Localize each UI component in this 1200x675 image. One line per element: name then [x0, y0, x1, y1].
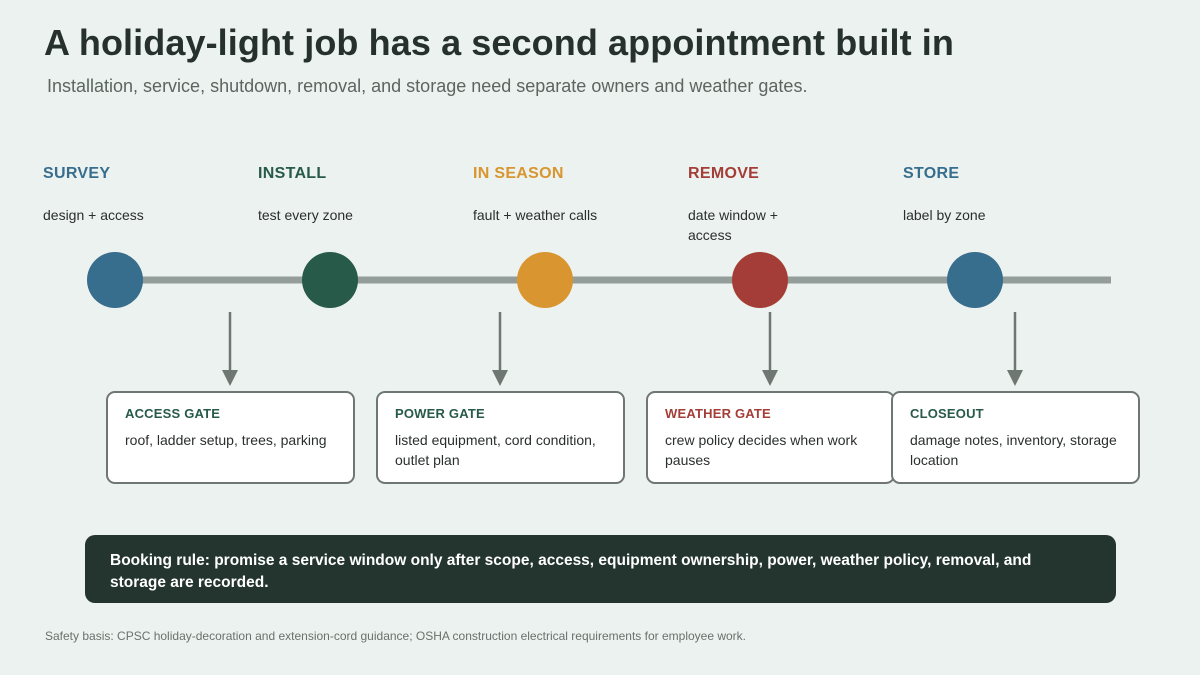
- gate-arrow-closeout: [1007, 312, 1023, 386]
- stage-node-in-season: [517, 252, 573, 308]
- stage-label-remove: REMOVE: [688, 165, 760, 182]
- gate-title-access: ACCESS GATE: [125, 406, 221, 421]
- gate-card-power: POWER GATE listed equipment, cord condit…: [376, 391, 625, 484]
- stage-node-store: [947, 252, 1003, 308]
- booking-rule-banner: Booking rule: promise a service window o…: [85, 535, 1116, 603]
- gate-text-power: listed equipment, cord condition, outlet…: [395, 432, 596, 468]
- gate-card-access: ACCESS GATE roof, ladder setup, trees, p…: [106, 391, 355, 484]
- page-subtitle: Installation, service, shutdown, removal…: [47, 76, 808, 96]
- stage-label-store: STORE: [903, 165, 960, 182]
- stage-desc-remove: date window + access: [688, 207, 778, 243]
- stage-label-survey: SURVEY: [43, 165, 111, 182]
- gate-text-closeout: damage notes, inventory, storage locatio…: [910, 432, 1117, 468]
- gate-arrow-access: [222, 312, 238, 386]
- stage-desc-survey: design + access: [43, 207, 144, 223]
- stage-label-install: INSTALL: [258, 165, 327, 182]
- page-title: A holiday-light job has a second appoint…: [44, 22, 954, 63]
- stage-node-survey: [87, 252, 143, 308]
- gate-arrow-power: [492, 312, 508, 386]
- gate-text-access: roof, ladder setup, trees, parking: [125, 432, 327, 448]
- gate-arrow-weather: [762, 312, 778, 386]
- gate-title-power: POWER GATE: [395, 406, 485, 421]
- safety-footnote: Safety basis: CPSC holiday-decoration an…: [45, 629, 747, 643]
- stage-node-remove: [732, 252, 788, 308]
- gate-title-closeout: CLOSEOUT: [910, 406, 984, 421]
- gate-card-closeout: CLOSEOUT damage notes, inventory, storag…: [891, 391, 1140, 484]
- stage-label-in-season: IN SEASON: [473, 165, 564, 182]
- stage-node-install: [302, 252, 358, 308]
- stage-desc-store: label by zone: [903, 207, 986, 223]
- gate-card-weather: WEATHER GATE crew policy decides when wo…: [646, 391, 895, 484]
- stage-desc-in-season: fault + weather calls: [473, 207, 598, 223]
- gate-text-weather: crew policy decides when work pauses: [665, 432, 858, 468]
- stage-desc-install: test every zone: [258, 207, 353, 223]
- gate-title-weather: WEATHER GATE: [665, 406, 771, 421]
